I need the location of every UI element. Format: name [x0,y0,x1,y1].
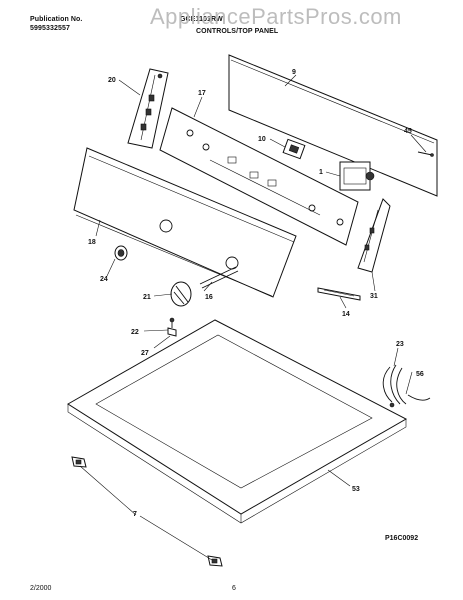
part-timer-knob [170,281,192,307]
part-wire-harness [382,364,431,408]
callout-45: 45 [404,128,412,135]
callout-21: 21 [143,294,151,301]
callout-22: 22 [131,329,139,336]
part-clip [167,317,177,337]
part-knob-small [114,245,128,261]
callout-23: 23 [396,341,404,348]
callout-31: 31 [370,293,378,300]
part-right-end-cap [357,198,391,273]
part-screw [417,151,434,157]
callout-24: 24 [100,276,108,283]
callout-14: 14 [342,311,350,318]
part-bracket [317,287,361,301]
callout-1: 1 [319,169,323,176]
callout-9: 9 [292,69,296,76]
callout-17: 17 [198,90,206,97]
page-title: CONTROLS/TOP PANEL [196,28,279,35]
part-foot-right [207,555,223,567]
part-top-cover [67,319,408,524]
publication-number: 5995332557 [30,25,70,32]
leader-lines [79,74,427,561]
diagram-code: P16C0092 [385,535,418,542]
callout-7: 7 [133,511,137,518]
part-foot-left [71,456,87,468]
part-rear-trim-panel [228,54,438,197]
callout-10: 10 [258,136,266,143]
part-left-end-cap [127,68,169,149]
callout-27: 27 [141,350,149,357]
part-shaft [199,266,239,289]
footer-date: 2/2000 [30,585,52,592]
callout-16: 16 [205,294,213,301]
page-number: 6 [232,585,236,592]
callout-56: 56 [416,371,424,378]
part-console-front [73,147,297,298]
callout-20: 20 [108,77,116,84]
part-switch [282,138,306,160]
watermark: AppliancePartsPros.com [150,4,402,29]
callout-18: 18 [88,239,96,246]
callout-53: 53 [352,486,360,493]
publication-label: Publication No. [30,16,83,23]
model-code: GCE1101RW [180,16,223,23]
part-control-board [159,107,359,246]
part-timer [339,161,375,191]
